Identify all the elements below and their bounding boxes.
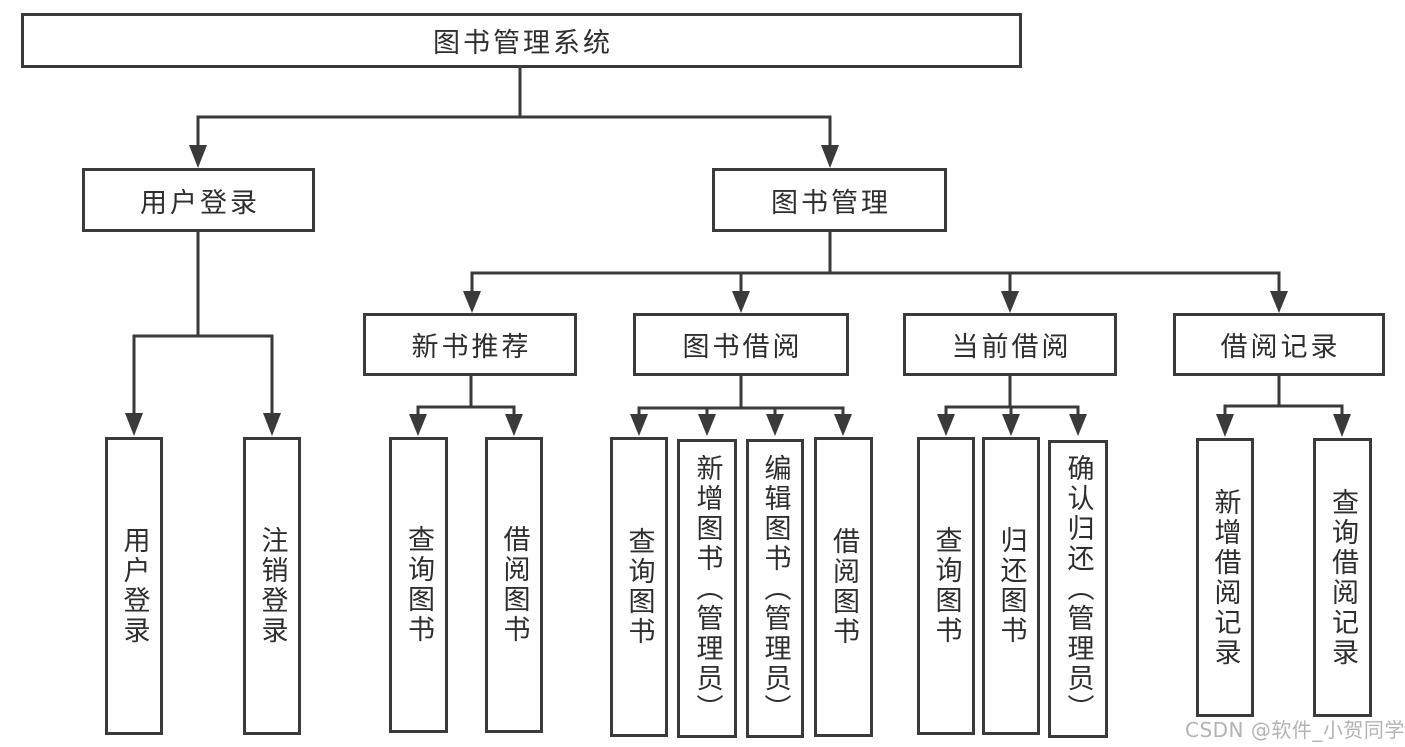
leaf-query-books-borrow: 查询图书 <box>610 437 668 737</box>
node-new-book-recommend: 新书推荐 <box>363 313 577 376</box>
leaf-borrow-books: 借阅图书 <box>814 437 873 737</box>
node-user-login: 用户登录 <box>82 168 315 232</box>
leaf-edit-book-admin: 编辑图书（管理员） <box>746 439 804 738</box>
leaf-borrow-books-recommend: 借阅图书 <box>485 437 543 733</box>
leaf-confirm-return-admin: 确认归还（管理员） <box>1048 440 1108 738</box>
leaf-user-login: 用户登录 <box>105 437 163 735</box>
leaf-query-books-current: 查询图书 <box>917 437 975 735</box>
leaf-query-books-recommend: 查询图书 <box>389 437 448 733</box>
csdn-watermark: CSDN @软件_小贺同学 <box>1185 718 1405 742</box>
node-current-borrow: 当前借阅 <box>903 313 1117 376</box>
leaf-logout-login: 注销登录 <box>243 437 301 735</box>
leaf-query-borrow-record: 查询借阅记录 <box>1313 438 1372 717</box>
leaf-add-book-admin: 新增图书（管理员） <box>677 439 737 738</box>
leaf-return-book: 归还图书 <box>982 437 1040 735</box>
node-borrow-records: 借阅记录 <box>1173 313 1385 376</box>
node-library-management-system: 图书管理系统 <box>21 13 1022 68</box>
node-book-management: 图书管理 <box>712 168 947 232</box>
leaf-add-borrow-record: 新增借阅记录 <box>1196 438 1254 717</box>
node-book-borrow: 图书借阅 <box>633 313 849 376</box>
